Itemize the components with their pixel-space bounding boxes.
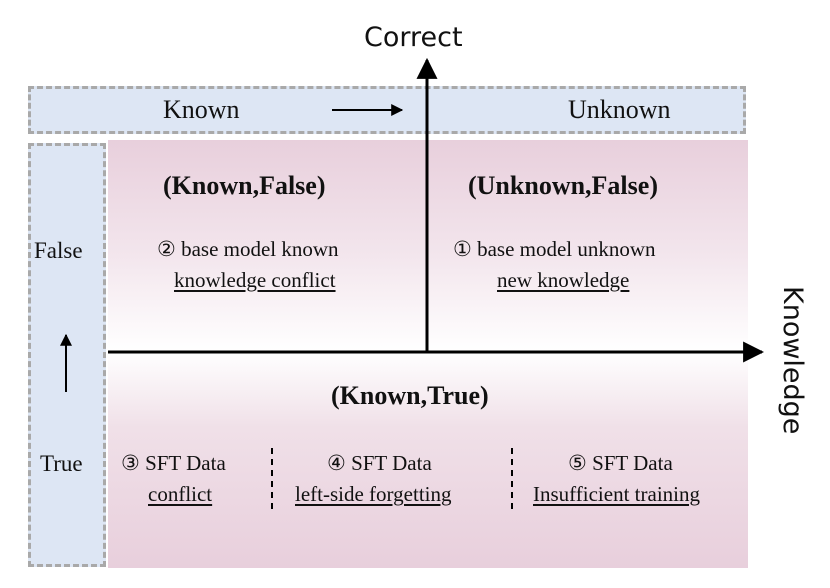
- cell-4-line2: left-side forgetting: [295, 482, 452, 506]
- known-false-line1: ② base model known: [157, 237, 339, 261]
- band-label-unknown: Unknown: [568, 95, 671, 124]
- known-false-line2: knowledge conflict: [174, 268, 336, 292]
- y-axis-label: Correct: [364, 22, 463, 53]
- cell-4-line1: ④ SFT Data: [327, 451, 432, 475]
- band-label-known: Known: [163, 95, 240, 124]
- band-label-true: True: [40, 451, 83, 476]
- quadrant-title-unknown-false: (Unknown,False): [468, 171, 658, 200]
- known-unknown-band: [28, 86, 746, 134]
- cell-3-line1: ③ SFT Data: [121, 451, 226, 475]
- x-axis-label: Knowledge: [777, 286, 808, 435]
- quadrant-title-known-true: (Known,True): [331, 381, 489, 410]
- band-label-false: False: [34, 238, 83, 263]
- true-region-panel: [108, 352, 748, 568]
- quadrant-title-known-false: (Known,False): [163, 171, 326, 200]
- cell-5-line2: Insufficient training: [533, 482, 700, 506]
- cell-3-line2: conflict: [148, 482, 213, 506]
- unknown-false-line1: ① base model unknown: [453, 237, 656, 261]
- unknown-false-line2: new knowledge: [497, 268, 630, 292]
- cell-5-line1: ⑤ SFT Data: [568, 451, 673, 475]
